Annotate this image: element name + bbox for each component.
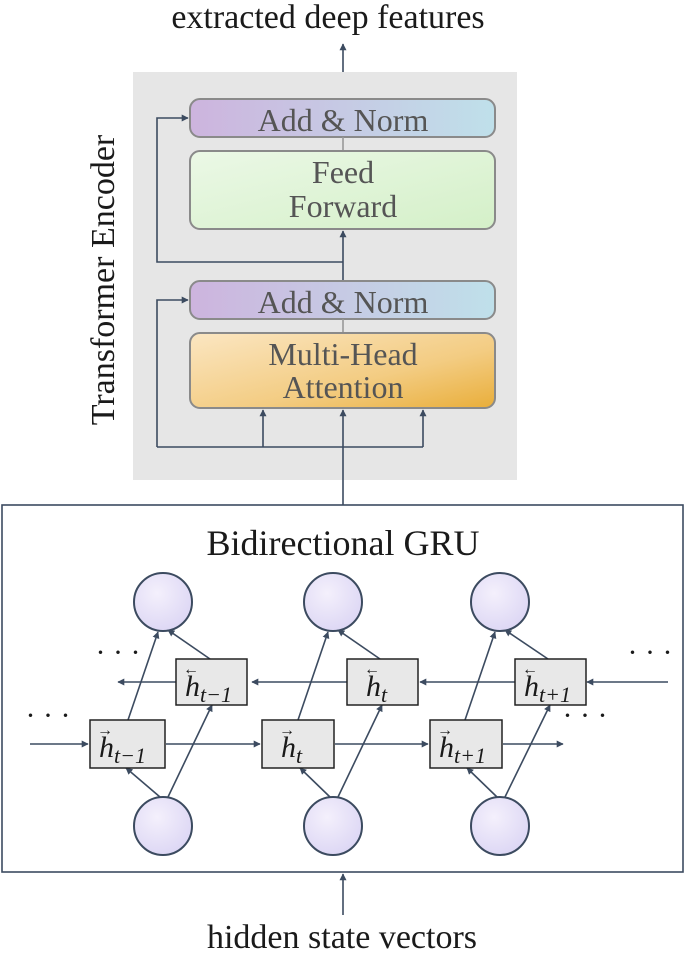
- state-arrow: →: [437, 722, 453, 739]
- residual-top: [156, 114, 343, 263]
- forward-state-t-minus-1: →ht−1: [89, 719, 166, 769]
- ellipsis-backward-left: · · ·: [96, 636, 141, 669]
- input-label: hidden state vectors: [207, 919, 477, 955]
- state-to-output-arrow: [167, 629, 211, 660]
- forward-state-t: →ht: [261, 719, 335, 769]
- input-to-state-arrow: [299, 767, 331, 798]
- output-node-1: [133, 572, 193, 632]
- input-node-1: [133, 796, 193, 856]
- output-node-2: [303, 572, 363, 632]
- svg-text:→ht: →ht: [279, 722, 303, 768]
- residual-bottom: [156, 296, 189, 447]
- output-node-3: [470, 572, 530, 632]
- output-label: extracted deep features: [171, 0, 484, 36]
- svg-text:←ht−1: ←ht−1: [183, 661, 232, 707]
- input-to-state-arrow: [337, 704, 383, 798]
- input-node-2: [303, 796, 363, 856]
- attention-block: [189, 332, 496, 409]
- forward-state-t-plus-1: →ht+1: [429, 719, 503, 769]
- state-to-output-arrow: [504, 629, 549, 660]
- state-arrow: →: [97, 722, 113, 739]
- attention-label-2: Attention: [283, 369, 404, 405]
- add-norm-bottom-label: Add & Norm: [258, 284, 429, 320]
- svg-text:←ht+1: ←ht+1: [522, 661, 571, 707]
- state-arrow: ←: [522, 661, 538, 678]
- state-arrow: →: [279, 722, 295, 739]
- encoder-panel: [133, 72, 517, 480]
- encoder-title: Transformer Encoder: [85, 134, 122, 425]
- backward-state-t-plus-1: ←ht+1: [514, 658, 587, 707]
- add-norm-top-label: Add & Norm: [258, 102, 429, 138]
- svg-text:→ht+1: →ht+1: [437, 722, 486, 768]
- state-to-output-arrow: [464, 631, 497, 721]
- state-to-output-arrow: [337, 629, 381, 660]
- input-to-state-arrow: [466, 767, 498, 798]
- ellipsis-forward-left: · · ·: [26, 699, 71, 732]
- state-subscript: t: [296, 743, 303, 768]
- input-to-state-arrow: [167, 704, 213, 798]
- state-base: h: [524, 670, 539, 703]
- state-base: h: [185, 670, 200, 703]
- state-subscript: t+1: [454, 743, 486, 768]
- state-subscript: t−1: [114, 743, 146, 768]
- state-to-output-arrow: [297, 631, 330, 721]
- state-subscript: t+1: [539, 682, 571, 707]
- input-to-state-arrow: [125, 767, 161, 798]
- state-base: h: [99, 731, 114, 764]
- svg-text:←ht: ←ht: [364, 661, 388, 707]
- state-arrow: ←: [183, 661, 199, 678]
- backward-state-t: ←ht: [346, 658, 419, 707]
- backward-state-t-minus-1: ←ht−1: [175, 658, 248, 707]
- feed-forward-block: [189, 150, 496, 230]
- attention-label-1: Multi-Head: [268, 336, 417, 372]
- input-to-state-arrow: [504, 704, 551, 798]
- state-to-output-arrow: [127, 631, 160, 721]
- feed-forward-label-2: Forward: [289, 188, 397, 224]
- state-base: h: [366, 670, 381, 703]
- state-subscript: t: [381, 682, 388, 707]
- state-arrow: ←: [364, 661, 380, 678]
- ellipsis-backward-right: · · ·: [628, 636, 673, 669]
- feed-forward-label-1: Feed: [312, 154, 374, 190]
- state-base: h: [281, 731, 296, 764]
- state-base: h: [439, 731, 454, 764]
- svg-text:→ht−1: →ht−1: [97, 722, 146, 768]
- state-subscript: t−1: [200, 682, 232, 707]
- gru-title: Bidirectional GRU: [207, 523, 480, 563]
- input-node-3: [470, 796, 530, 856]
